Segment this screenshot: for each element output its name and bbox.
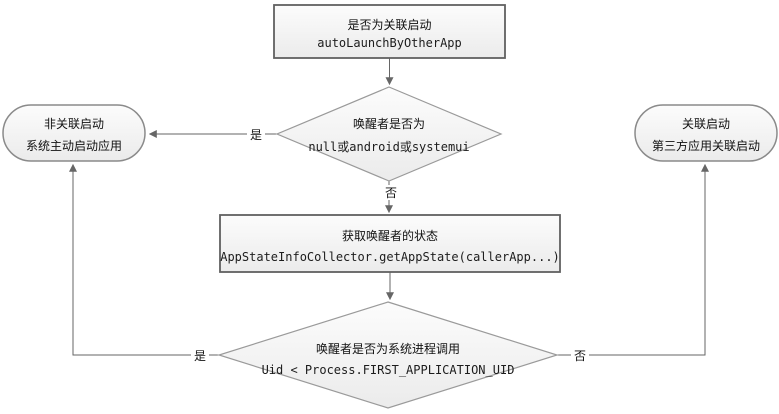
node-decision-system-line2: Uid < Process.FIRST_APPLICATION_UID (262, 363, 515, 377)
node-get-state-line1: 获取唤醒者的状态 (342, 228, 438, 243)
node-get-state-line2: AppStateInfoCollector.getAppState(caller… (220, 250, 560, 264)
node-decision-caller-line2: null或android或systemui (308, 140, 469, 154)
node-check-assoc-line1: 是否为关联启动 (347, 18, 431, 32)
node-decision-caller (275, 86, 503, 182)
node-decision-system (216, 301, 560, 409)
node-decision-system-line1: 唤醒者是否为系统进程调用 (316, 341, 460, 356)
edge-label-yes1: 是 (250, 128, 262, 142)
node-result-assoc-line2: 第三方应用关联启动 (652, 138, 760, 153)
node-result-non-assoc-line1: 非关联启动 (44, 117, 104, 131)
node-result-assoc-line1: 关联启动 (682, 117, 730, 131)
edge-label-yes2-bg (191, 348, 209, 363)
edge-label-no1-bg (382, 185, 400, 200)
node-result-assoc (634, 104, 778, 162)
edge-decision2-no (557, 163, 709, 356)
node-check-assoc (273, 4, 506, 59)
edge-label-no2-bg (571, 348, 589, 363)
node-decision-caller-line1: 唤醒者是否为 (353, 117, 425, 131)
node-check-assoc-line2: autoLaunchByOtherApp (317, 36, 462, 50)
edge-label-no2: 否 (574, 349, 586, 363)
node-result-non-assoc (2, 104, 146, 162)
node-result-non-assoc-line2: 系统主动启动应用 (26, 138, 122, 153)
edge-label-no1: 否 (385, 186, 397, 200)
edge-label-yes1-bg (247, 127, 265, 142)
node-get-state (219, 214, 561, 273)
edge-label-yes2: 是 (194, 349, 206, 363)
edge-decision2-yes (69, 163, 219, 356)
